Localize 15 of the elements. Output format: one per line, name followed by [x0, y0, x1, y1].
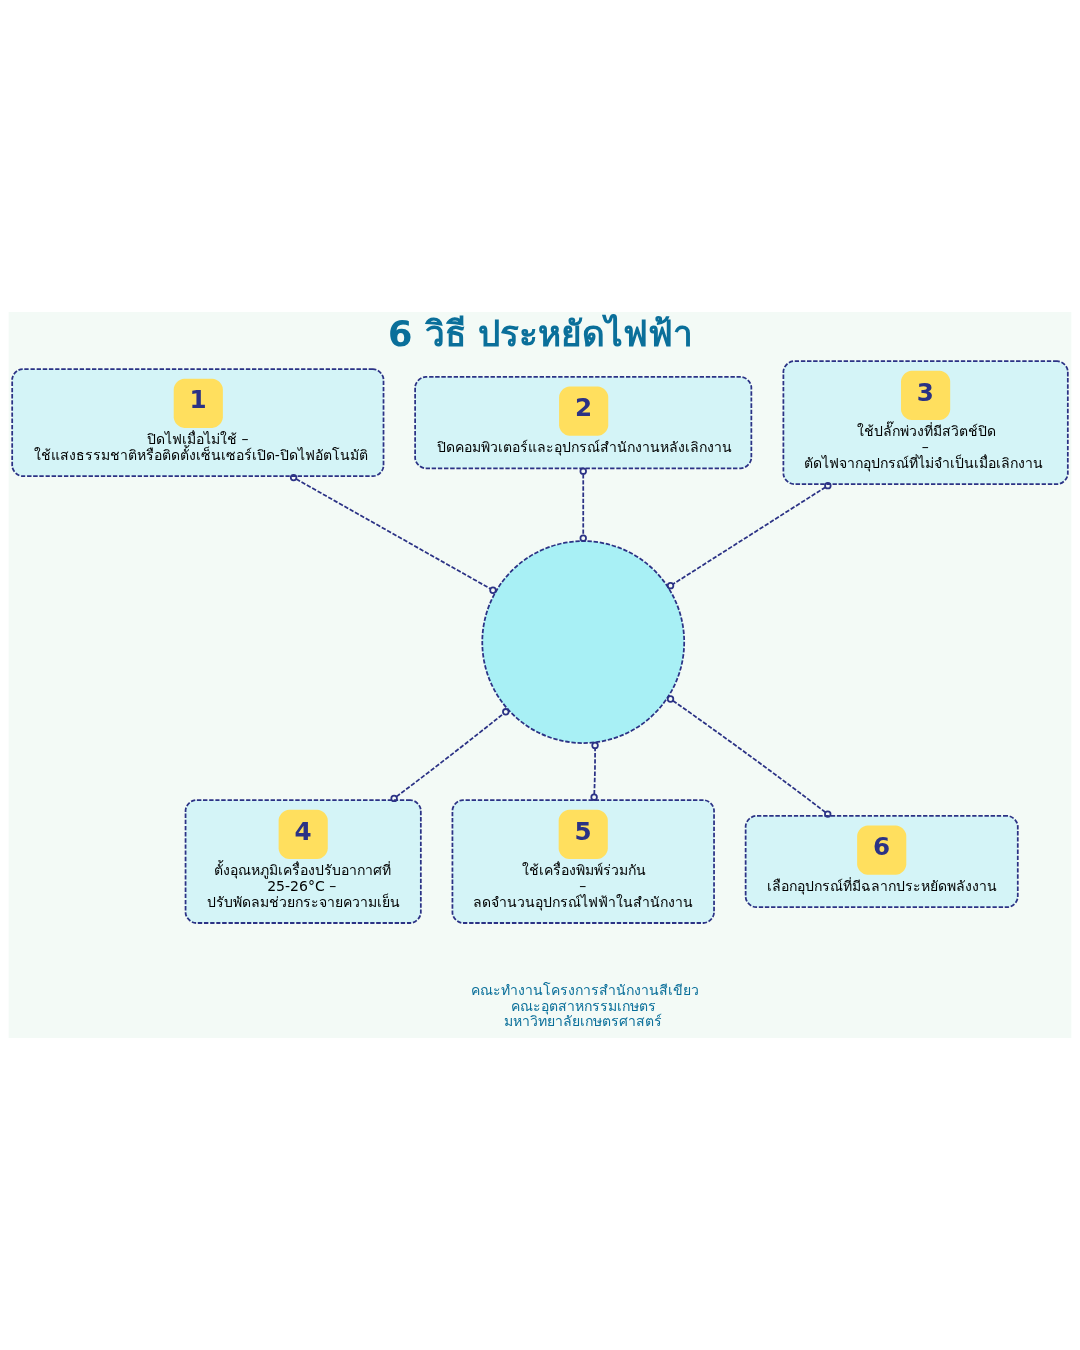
node-box: 1 ปิดไฟเมื่อไม่ใช้ – ใช้แสงธรรมชาติหรือติดตั้งเซ็นเซอร์เปิด-ปิดไฟอัตโนมัติ	[11, 368, 385, 478]
diagram-title: 6 วิธี ประหยัดไฟฟ้า	[388, 313, 694, 355]
connector	[590, 741, 599, 801]
node-box: 3 ใช้ปลั๊กพ่วงที่มีสวิตช์ปิด – ตัดไฟจากอุปกรณ์ที่ไม่จำเป็นเมื่อเลิกงาน	[782, 360, 1069, 485]
node-box: 2 ปิดคอมพิวเตอร์และอุปกรณ์สำนักงานหลังเลิกงาน	[414, 376, 753, 470]
connector	[579, 467, 587, 542]
caption: คณะทำงานโครงการสำนักงานสีเขียว คณะอุตสาหกรรมเกษตร มหาวิทยาลัยเกษตรศาสตร์	[470, 981, 699, 1030]
connector	[390, 708, 510, 803]
connector	[666, 481, 832, 590]
connector	[666, 695, 832, 818]
node-box: 5 ใช้เครื่องพิมพ์ร่วมกัน – ลดจำนวนอุปกรณ์ไฟฟ้าในสำนักงาน	[451, 799, 715, 924]
connector	[289, 473, 497, 594]
node-picture	[481, 540, 686, 744]
node-box: 4 ตั้งอุณหภูมิเครื่องปรับอากาศที่ 25-26°C – ปรับพัดลมช่วยกระจายความเย็น	[184, 799, 422, 924]
node-box: 6 เลือกอุปกรณ์ที่มีฉลากประหยัดพลังงาน	[744, 815, 1019, 909]
